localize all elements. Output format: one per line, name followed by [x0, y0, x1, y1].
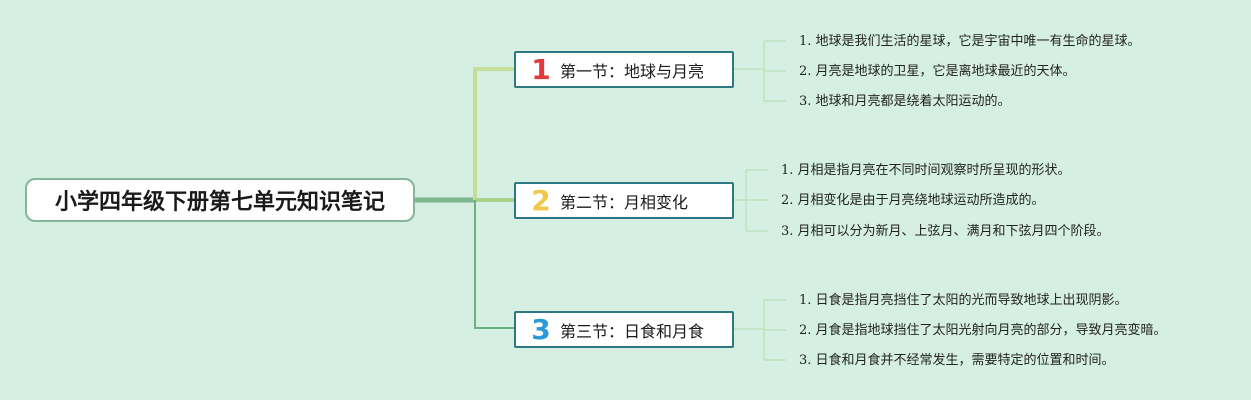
number-badge-1: 1 [531, 52, 551, 86]
leaf-bracket-2 [734, 169, 768, 232]
root-title: 小学四年级下册第七单元知识笔记 [54, 190, 385, 215]
section-title-2: 第二节：月相变化 [560, 192, 689, 212]
section-title-3: 第三节：日食和月食 [560, 321, 705, 341]
branch-connector-3 [474, 200, 514, 329]
root-node[interactable]: 小学四年级下册第七单元知识笔记 [25, 178, 415, 222]
leaf-item-2-3: 3. 月相可以分为新月、上弦月、满月和下弦月四个阶段。 [781, 224, 1110, 239]
leaf-item-3-3: 3. 日食和月食并不经常发生，需要特定的位置和时间。 [799, 353, 1115, 368]
section-node-2[interactable]: 2 第二节：月相变化 [514, 182, 734, 219]
leaf-item-1-3: 3. 地球和月亮都是绕着太阳运动的。 [799, 94, 1011, 109]
leaf-bracket-3 [734, 299, 786, 361]
section-title-1: 第一节：地球与月亮 [560, 61, 705, 81]
section-node-1[interactable]: 1 第一节：地球与月亮 [514, 51, 734, 88]
section-node-3[interactable]: 3 第三节：日食和月食 [514, 311, 734, 348]
leaf-item-3-1: 1. 日食是指月亮挡住了太阳的光而导致地球上出现阴影。 [799, 293, 1128, 308]
branch-connector-1 [473, 67, 514, 200]
leaf-item-2-1: 1. 月相是指月亮在不同时间观察时所呈现的形状。 [781, 163, 1071, 178]
number-badge-2: 2 [531, 183, 551, 217]
leaf-item-2-2: 2. 月相变化是由于月亮绕地球运动所造成的。 [781, 193, 1045, 208]
leaf-bracket-1 [734, 40, 786, 102]
leaf-item-1-1: 1. 地球是我们生活的星球，它是宇宙中唯一有生命的星球。 [799, 34, 1141, 49]
leaf-item-1-2: 2. 月亮是地球的卫星，它是离地球最近的天体。 [799, 64, 1076, 79]
leaf-item-3-2: 2. 月食是指地球挡住了太阳光射向月亮的部分，导致月亮变暗。 [799, 323, 1167, 338]
number-badge-3: 3 [531, 312, 551, 346]
